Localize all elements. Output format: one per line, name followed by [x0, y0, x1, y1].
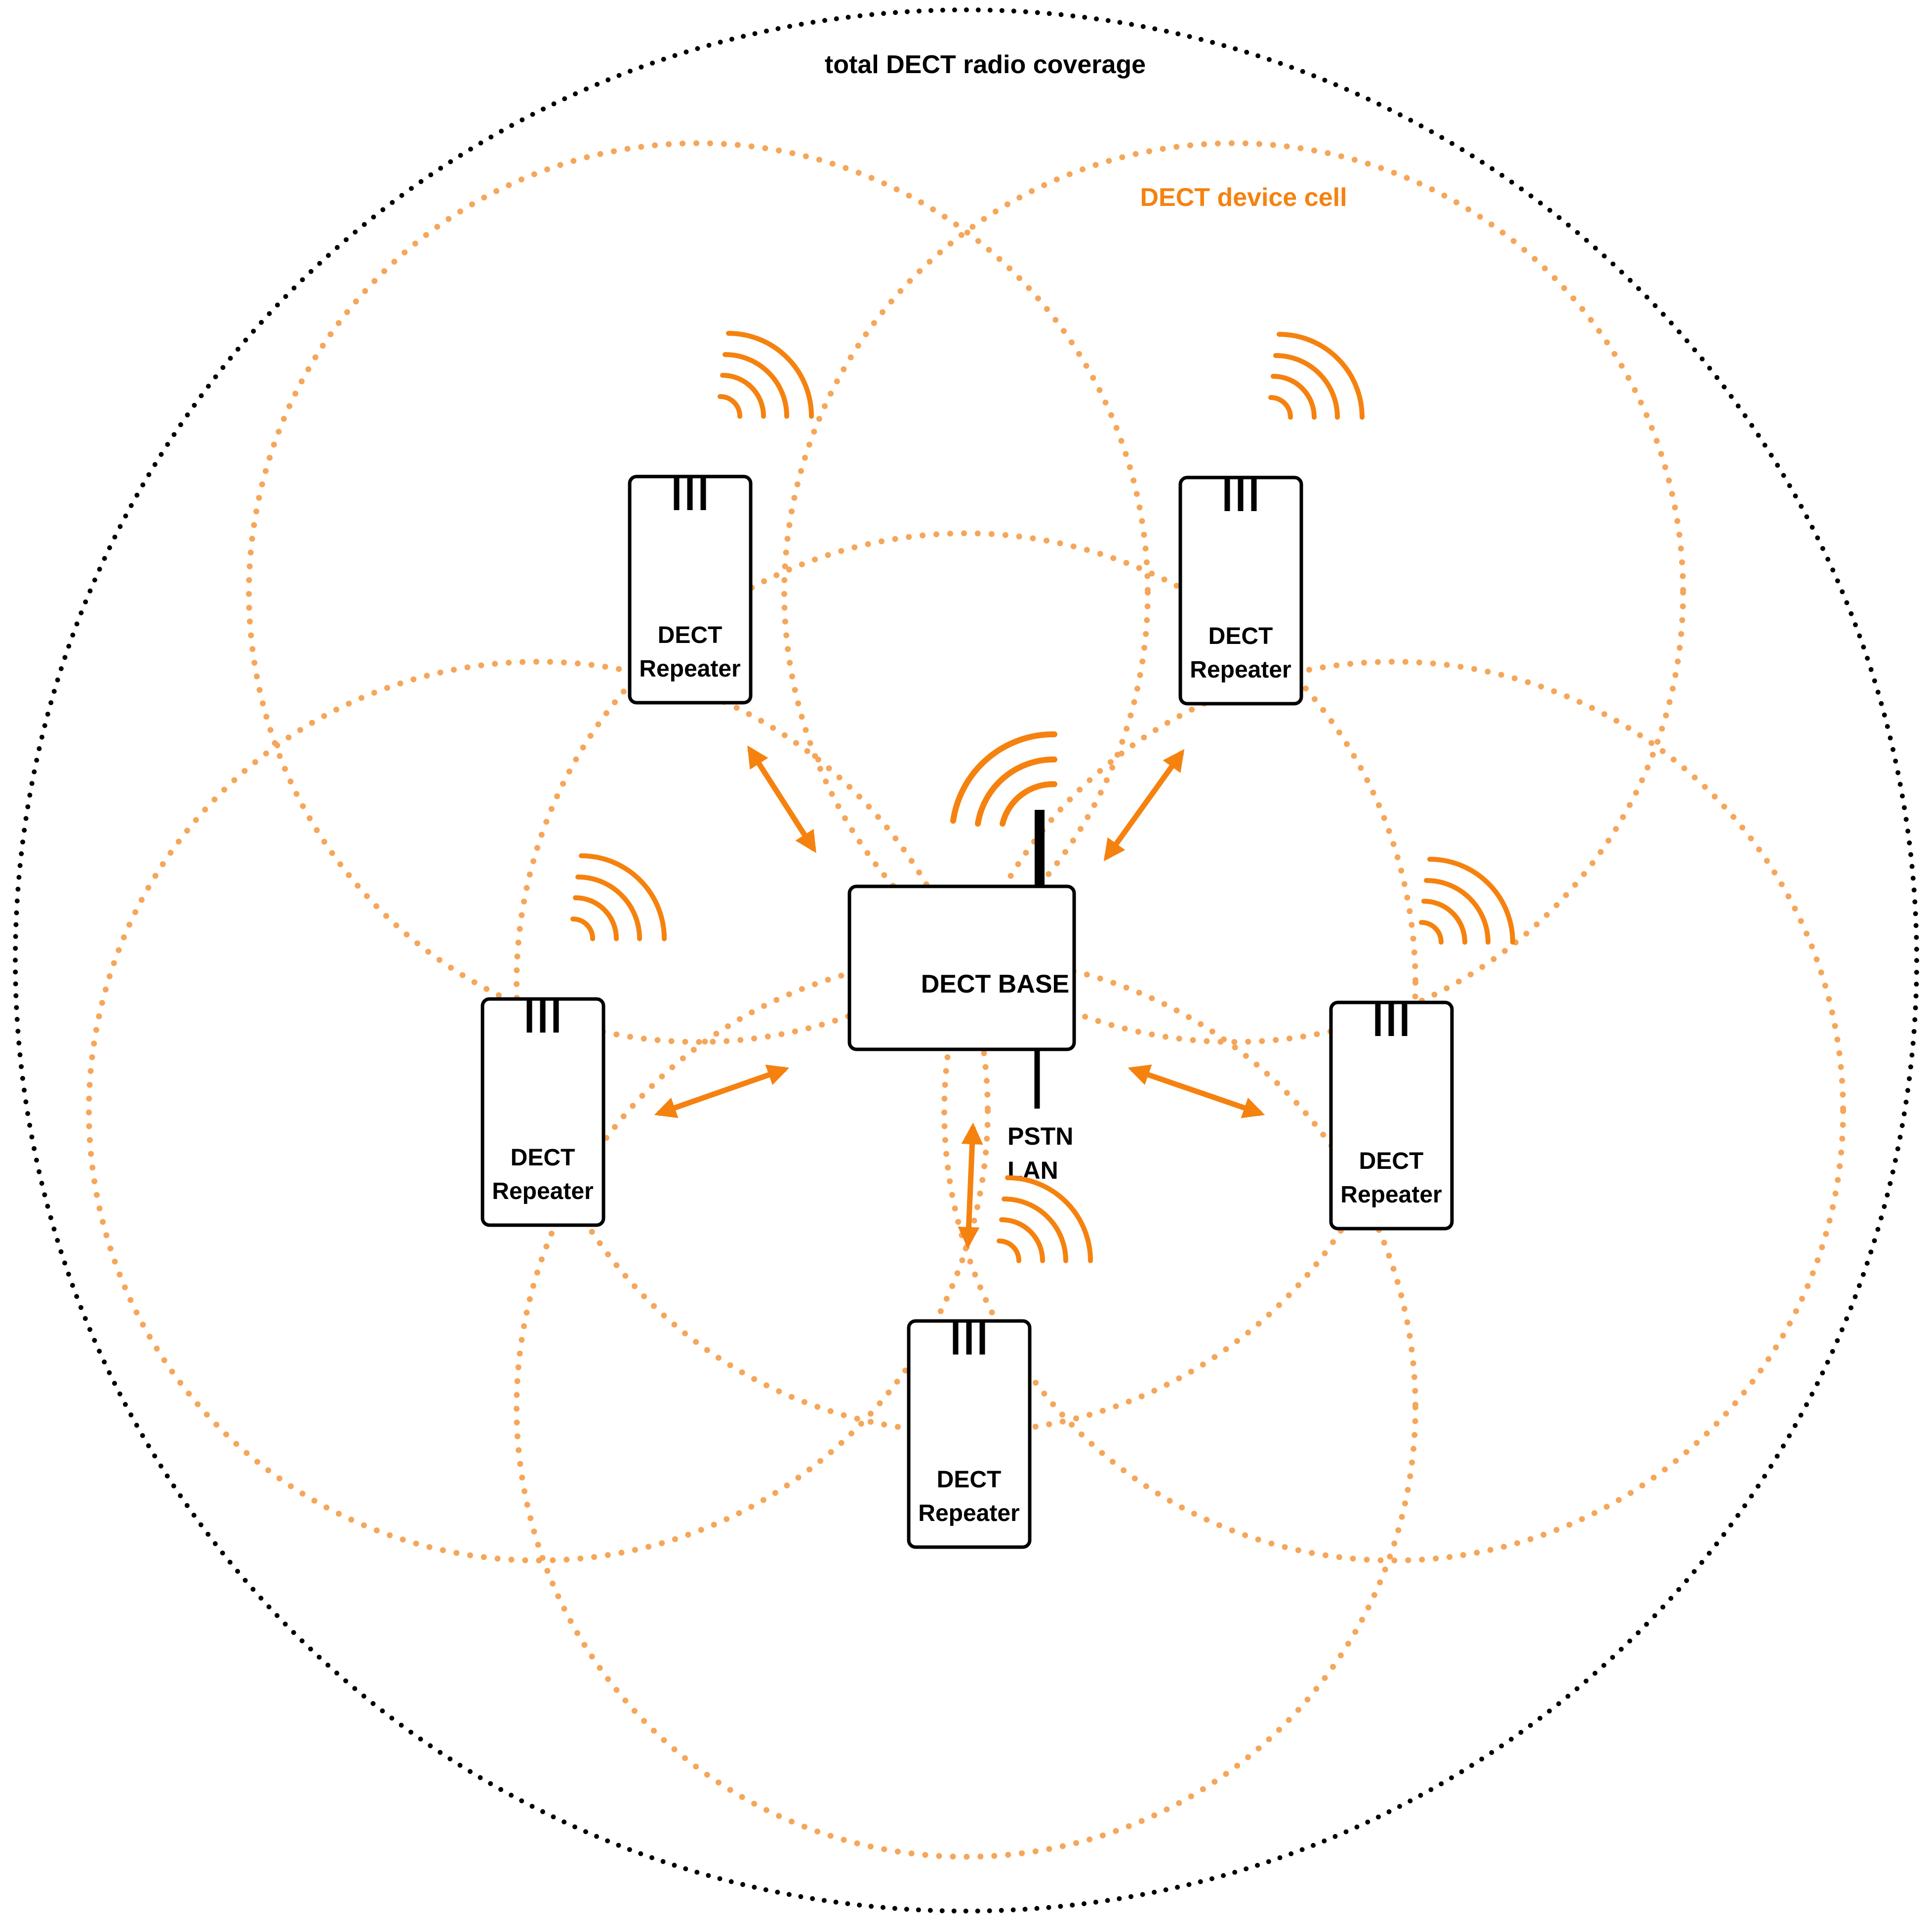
base-box — [847, 884, 1076, 1051]
link-arrow-top-right — [1103, 749, 1185, 862]
device-cell-label: DECT device cell — [1140, 183, 1347, 212]
repeater-top-left: DECT Repeater — [628, 331, 814, 705]
repeater-label-line2: Repeater — [639, 656, 740, 682]
device-cells — [86, 140, 1846, 1860]
repeater-label-line2: Repeater — [1340, 1182, 1442, 1208]
radio-waves-icon — [1268, 332, 1365, 420]
repeater-label-line1: DECT — [511, 1145, 575, 1171]
link-arrow-top-left — [747, 745, 816, 853]
repeater-bottom: DECT Repeater — [907, 1175, 1093, 1549]
signal-bars-icon — [953, 1321, 985, 1355]
repeater-label-line1: DECT — [1359, 1148, 1424, 1174]
link-arrow-right — [1127, 1064, 1265, 1118]
repeater-label-line2: Repeater — [492, 1178, 593, 1204]
link-arrow-bottom — [958, 1122, 983, 1249]
signal-bars-icon — [1224, 478, 1257, 511]
base-signal-waves-icon — [950, 731, 1057, 827]
links — [654, 745, 1265, 1249]
repeater-left: DECT Repeater — [481, 853, 667, 1227]
device-cell-top-left — [246, 140, 1151, 1045]
device-cell-top-right — [781, 140, 1686, 1045]
radio-waves-icon — [718, 331, 814, 419]
radio-waves-icon — [997, 1175, 1093, 1263]
radio-waves-icon — [1419, 857, 1515, 945]
base-label: DECT BASE — [921, 970, 1069, 998]
repeater-label-line2: Repeater — [1190, 657, 1291, 683]
repeater-top-right: DECT Repeater — [1178, 332, 1365, 706]
radio-waves-icon — [570, 853, 667, 941]
uplink-label-pstn: PSTN — [1007, 1122, 1073, 1150]
total-coverage-circle — [13, 7, 1919, 1914]
device-cell-right — [941, 659, 1846, 1563]
signal-bars-icon — [526, 999, 559, 1033]
repeater-right: DECT Repeater — [1329, 857, 1515, 1231]
link-arrow-left — [654, 1064, 790, 1118]
repeater-label-line2: Repeater — [918, 1500, 1019, 1526]
repeater-label-line1: DECT — [1208, 623, 1273, 649]
total-coverage-label: total DECT radio coverage — [825, 50, 1146, 79]
repeater-label-line1: DECT — [937, 1467, 1002, 1493]
dect-base: DECT BASE — [847, 731, 1076, 1109]
signal-bars-icon — [674, 477, 706, 510]
signal-bars-icon — [1375, 1002, 1408, 1036]
device-cell-left — [86, 659, 991, 1563]
repeater-label-line1: DECT — [658, 622, 723, 648]
